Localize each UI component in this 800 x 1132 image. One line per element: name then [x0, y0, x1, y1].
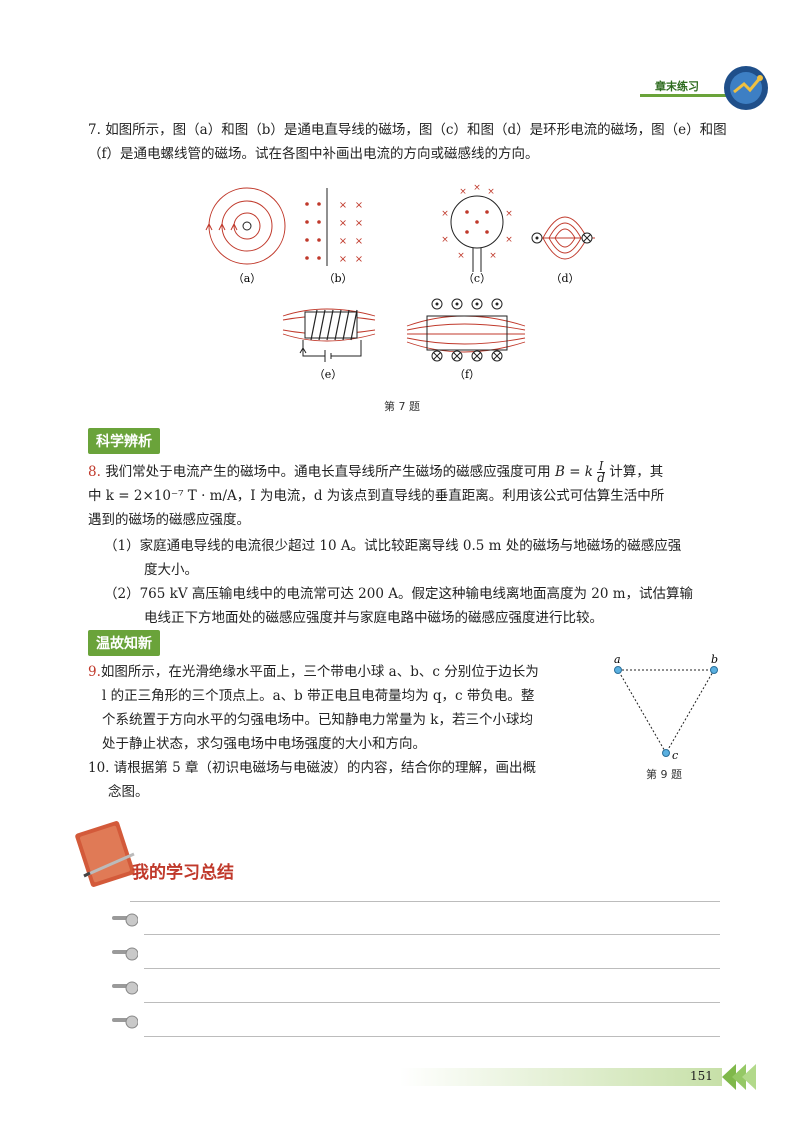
footer-bar [400, 1068, 722, 1086]
header-underline [640, 94, 730, 97]
fig-f-label: （f） [454, 368, 480, 381]
figure-9: a b c [614, 653, 718, 762]
q8-text-a: 我们常处于电流产生的磁场中。通电长直导线所产生磁场的磁感应强度可用 [105, 464, 551, 480]
triangle [617, 669, 715, 754]
svg-text:×: × [339, 236, 347, 247]
svg-text:×: × [355, 200, 363, 211]
svg-text:×: × [489, 251, 497, 261]
fig-a-diagram [205, 187, 286, 265]
ball-c [662, 749, 670, 757]
svg-text:×: × [473, 183, 481, 193]
summary-line[interactable] [144, 1036, 720, 1037]
svg-text:×: × [355, 218, 363, 229]
svg-text:×: × [339, 218, 347, 229]
q9-line-3: 个系统置于方向水平的匀强电场中。已知静电力常量为 k，若三个小球均 [102, 712, 533, 728]
q9-line-4: 处于静止状态，求匀强电场中电场强度的大小和方向。 [102, 736, 426, 752]
q8-line2: 中 k = 2×10⁻⁷ T · m/A，I 为电流，d 为该点到直导线的垂直距… [88, 488, 665, 504]
q7-text: 如图所示，图（a）和图（b）是通电直导线的磁场，图（c）和图（d）是环形电流的磁… [88, 122, 727, 162]
question-8: 8. 我们常处于电流产生的磁场中。通电长直导线所产生磁场的磁感应强度可用 B =… [88, 460, 748, 532]
svg-text:×: × [441, 235, 449, 245]
q8-sub1-text: 家庭通电导线的电流很少超过 10 A。试比较距离导线 0.5 m 处的磁场与地磁… [139, 538, 682, 554]
q8-sub2: （2）765 kV 高压输电线中的电流常可达 200 A。假定这种输电线离地面高… [104, 582, 744, 630]
figure-7: （a） × × × × × × × × （b） × × × × × × × × × （c） [205, 183, 595, 381]
summary-line[interactable] [144, 934, 720, 935]
fig-d-diagram [531, 216, 595, 260]
q10-line-1: 请根据第 5 章（初识电磁场与电磁波）的内容，结合你的理解，画出概 [113, 760, 536, 776]
svg-text:×: × [339, 254, 347, 265]
q8-fraction: I d [597, 459, 605, 485]
q8-formula: B = k [554, 464, 593, 480]
summary-title-rule [130, 901, 720, 902]
ball-b [710, 666, 718, 674]
fig-d-label: （d） [550, 272, 579, 285]
page-number: 151 [690, 1069, 713, 1083]
svg-text:×: × [355, 254, 363, 265]
chapter-tag: 章末练习 [655, 80, 699, 93]
fig-c-diagram: × × × × × × × × × [441, 183, 513, 272]
q10-line-2: 念图。 [108, 784, 149, 800]
summary-line[interactable] [144, 968, 720, 969]
q8-number: 8. [88, 464, 101, 480]
bullet-icon [112, 980, 139, 1000]
fig-f-diagram [406, 298, 526, 362]
label-c: c [672, 749, 678, 762]
q10-number: 10. [88, 760, 110, 776]
fig-e-label: （e） [314, 368, 343, 381]
question-10: 10. 请根据第 5 章（初识电磁场与电磁波）的内容，结合你的理解，画出概 念图… [88, 756, 588, 804]
fig-e-diagram [282, 308, 376, 362]
svg-text:×: × [339, 200, 347, 211]
question-9: 9.如图所示，在光滑绝缘水平面上，三个带电小球 a、b、c 分别位于边长为 l … [88, 660, 588, 756]
svg-text:×: × [487, 187, 495, 197]
q7-number: 7. [88, 122, 101, 138]
ball-a [614, 666, 622, 674]
bullet-icon [112, 912, 139, 932]
summary-title: 我的学习总结 [132, 863, 234, 883]
fig-b-diagram: × × × × × × × × [305, 188, 363, 266]
fig-c-label: （c） [463, 272, 491, 285]
svg-text:×: × [505, 209, 513, 219]
figure-9-caption: 第 9 题 [646, 768, 682, 781]
q8-frac-num: I [597, 459, 605, 473]
svg-text:×: × [355, 236, 363, 247]
svg-text:×: × [441, 209, 449, 219]
q9-number: 9. [88, 664, 101, 680]
q8-text-b: 计算，其 [609, 464, 664, 480]
summary-line[interactable] [144, 1002, 720, 1003]
q8-frac-den: d [597, 471, 605, 485]
q8-line1: 8. 我们常处于电流产生的磁场中。通电长直导线所产生磁场的磁感应强度可用 B =… [88, 460, 748, 484]
section-title-science: 科学辨析 [88, 428, 160, 454]
q9-line-2: l 的正三角形的三个顶点上。a、b 带正电且电荷量均为 q，c 带负电。整 [102, 688, 535, 704]
fig-a-label: （a） [233, 272, 262, 285]
footer-arrows-icon [722, 1064, 756, 1090]
svg-text:×: × [505, 235, 513, 245]
q8-sub2-text: 765 kV 高压输电线中的电流常可达 200 A。假定这种输电线离地面高度为 … [139, 586, 694, 602]
q8-sub1: （1）家庭通电导线的电流很少超过 10 A。试比较距离导线 0.5 m 处的磁场… [104, 534, 744, 582]
svg-text:×: × [459, 187, 467, 197]
fig-b-label: （b） [323, 272, 352, 285]
section-title-review: 温故知新 [88, 630, 160, 656]
chapter-badge-icon [724, 66, 768, 110]
q8-sub1-text-cont: 度大小。 [144, 562, 198, 578]
label-b: b [711, 653, 718, 666]
q8-sub1-label: （1） [104, 538, 140, 554]
question-7: 7. 如图所示，图（a）和图（b）是通电直导线的磁场，图（c）和图（d）是环形电… [88, 118, 748, 166]
label-a: a [614, 653, 621, 666]
notebook-pen-icon [75, 821, 135, 887]
q8-sub2-label: （2） [104, 586, 140, 602]
q9-line-1: 如图所示，在光滑绝缘水平面上，三个带电小球 a、b、c 分别位于边长为 [100, 664, 539, 680]
figure-7-caption: 第 7 题 [384, 400, 420, 413]
q8-line3: 遇到的磁场的磁感应强度。 [88, 512, 250, 528]
bullet-icon [112, 946, 139, 966]
bullet-icon [112, 1014, 139, 1034]
q8-sub2-text-cont: 电线正下方地面处的磁感应强度并与家庭电路中磁场的磁感应强度进行比较。 [144, 610, 603, 626]
svg-text:×: × [457, 251, 465, 261]
